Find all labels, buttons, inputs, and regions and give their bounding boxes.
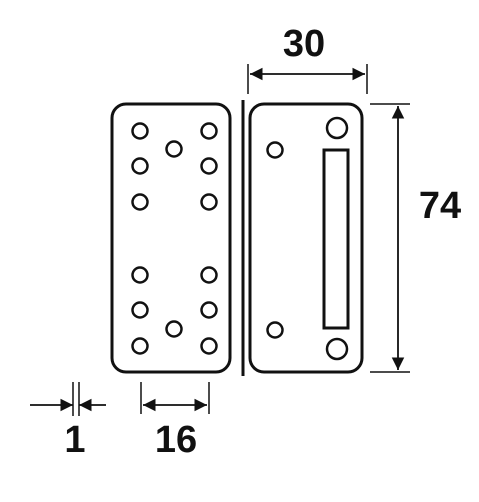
left-plate-holes <box>131 122 218 355</box>
right-plate <box>248 102 364 374</box>
right-plate-holes <box>266 116 349 361</box>
left-plate <box>110 102 232 374</box>
thickness-dimension: 1 <box>30 382 106 461</box>
hole-spacing-label: 16 <box>155 419 197 461</box>
height-dimension: 74 <box>370 103 461 373</box>
slot <box>322 148 350 330</box>
width-label: 30 <box>283 23 325 65</box>
height-label: 74 <box>419 185 461 227</box>
hole-spacing-dimension: 16 <box>140 382 210 461</box>
width-dimension: 30 <box>247 23 368 94</box>
thickness-label: 1 <box>64 419 85 461</box>
